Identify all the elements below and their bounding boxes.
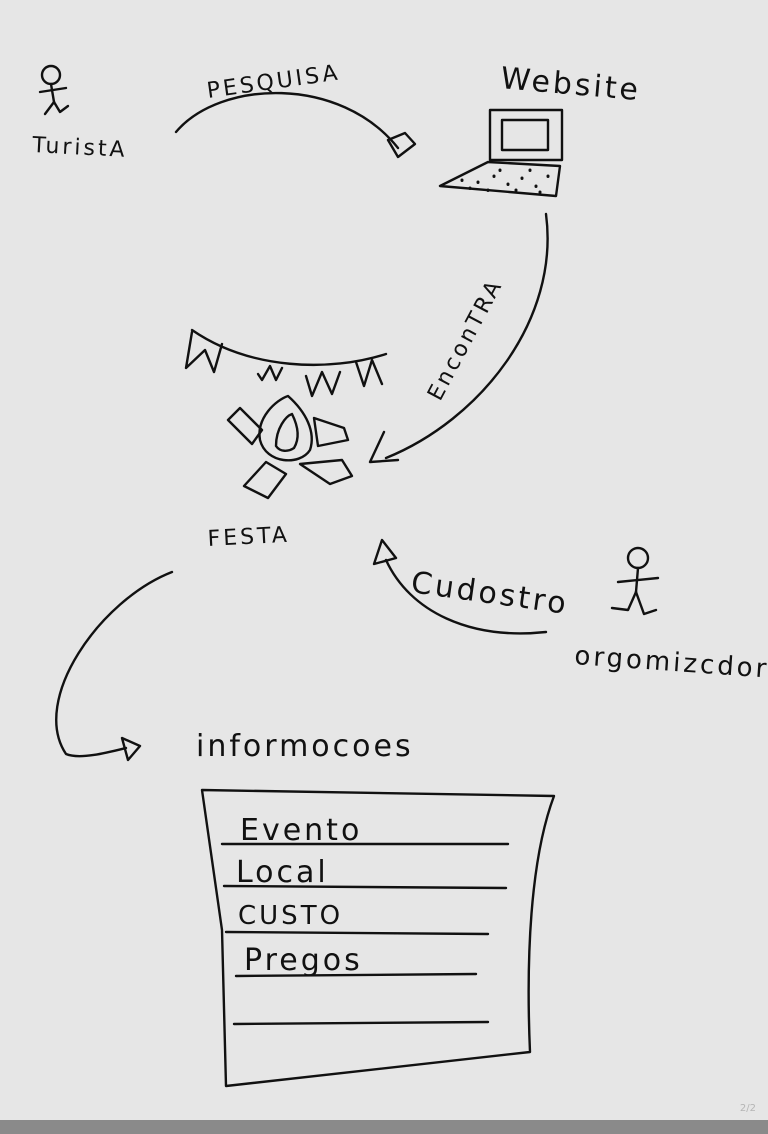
- tourist-label: TuristA: [31, 133, 129, 163]
- informacoes-label: informocoes: [196, 729, 414, 764]
- cadastro-arrow: [372, 538, 548, 635]
- encontra-label: EnconTRA: [423, 275, 508, 405]
- festa-to-info-arrow: [55, 570, 174, 762]
- festa-label: FESTA: [207, 523, 291, 552]
- pesquisa-arrow: [174, 91, 417, 159]
- info-card-line-5: [232, 1020, 490, 1026]
- organizer-label: orgomizcdor: [574, 641, 768, 685]
- info-item-evento: Evento: [240, 813, 362, 848]
- info-item-local: Local: [236, 855, 329, 890]
- info-card: [200, 788, 556, 1088]
- organizer-figure-icon: [610, 546, 660, 616]
- info-card-line-3: [224, 930, 490, 936]
- bonfire-icon: [226, 394, 354, 500]
- laptop-icon: [438, 108, 564, 198]
- encontra-arrow: [368, 212, 549, 464]
- tourist-figure-icon: [38, 64, 70, 116]
- bottom-bar: [0, 1120, 768, 1134]
- info-card-line-4: [234, 972, 478, 978]
- cadastro-label: Cudostro: [409, 565, 571, 622]
- website-label: Website: [499, 61, 642, 108]
- info-item-custo: CUSTO: [238, 901, 343, 931]
- page-indicator: 2/2: [739, 1103, 756, 1114]
- pesquisa-label: PESQUISA: [205, 60, 342, 103]
- info-card-line-2: [222, 884, 508, 890]
- info-item-precos: Pregos: [244, 943, 363, 978]
- bunting-icon: [184, 328, 388, 398]
